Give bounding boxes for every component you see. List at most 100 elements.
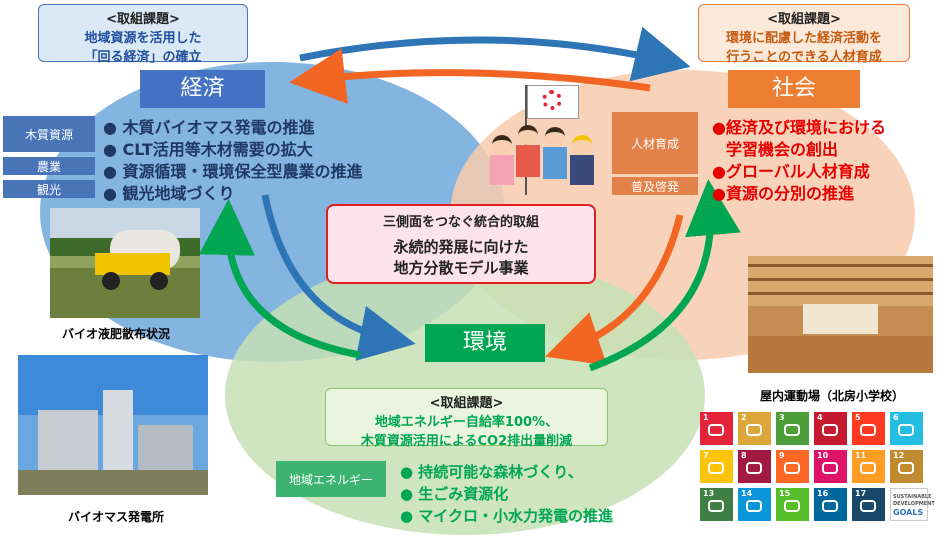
sdg-goal-number: 11 — [855, 451, 867, 460]
sdg-goal-symbol-icon — [746, 500, 762, 512]
tag-wood-resource: 木質資源 — [3, 116, 95, 152]
sdg-goal-number: 14 — [741, 489, 753, 498]
tag-regional-energy: 地域エネルギー — [276, 461, 386, 497]
sdg-goal-symbol-icon — [822, 462, 838, 474]
environment-challenge-line1: 地域エネルギー自給率100%、 — [374, 415, 559, 430]
sdg-goal-9-icon: 9 — [776, 450, 809, 483]
sdg-goal-14-icon: 14 — [738, 488, 771, 521]
sdg-goal-17-icon: 17 — [852, 488, 885, 521]
society-bullet-3: ●資源の分別の推進 — [712, 184, 854, 203]
economy-title: 経済 — [140, 70, 265, 108]
sdg-goal-number: 13 — [703, 489, 715, 498]
sdg-goal-symbol-icon — [898, 462, 914, 474]
economy-bullet-1: ● 木質バイオマス発電の推進 — [103, 118, 315, 137]
sdg-goal-symbol-icon — [784, 500, 800, 512]
arrow-society-to-environment — [545, 214, 684, 366]
arrow-environment-to-economy — [199, 199, 361, 359]
tag-awareness: 普及啓発 — [612, 177, 698, 195]
sdg-goal-2-icon: 2 — [738, 412, 771, 445]
sdg-goal-number: 3 — [779, 413, 785, 422]
environment-title: 環境 — [425, 324, 545, 362]
economy-challenge-line1: 地域資源を活用した — [84, 31, 202, 46]
environment-challenge-line2: 木質資源活用によるCO2排出量削減 — [360, 434, 573, 449]
sdgs-goals-text: GOALS — [893, 508, 924, 517]
sdg-goal-12-icon: 12 — [890, 450, 923, 483]
photo-biomass-plant — [18, 355, 208, 495]
sdg-goal-3-icon: 3 — [776, 412, 809, 445]
society-bullet-1: ●経済及び環境における — [712, 118, 886, 137]
sdg-goal-11-icon: 11 — [852, 450, 885, 483]
arrow-society-to-economy — [289, 48, 651, 104]
economy-bullet-2: ● CLT活用等木材需要の拡大 — [103, 140, 313, 159]
society-challenge-heading: <取組課題> — [767, 12, 841, 27]
economy-challenge-heading: <取組課題> — [106, 12, 180, 27]
sdg-goal-10-icon: 10 — [814, 450, 847, 483]
sdg-goal-symbol-icon — [898, 424, 914, 436]
sdg-goal-symbol-icon — [708, 424, 724, 436]
sdg-goal-number: 4 — [817, 413, 823, 422]
tag-agriculture: 農業 — [3, 157, 95, 175]
sdg-goal-7-icon: 7 — [700, 450, 733, 483]
society-challenge-box: <取組課題> 環境に配慮した経済活動を 行うことのできる人材育成 — [698, 4, 910, 65]
sdg-goal-4-icon: 4 — [814, 412, 847, 445]
sdg-goal-number: 8 — [741, 451, 747, 460]
sdg-goal-number: 7 — [703, 451, 709, 460]
sdg-goal-number: 1 — [703, 413, 709, 422]
sdg-goal-15-icon: 15 — [776, 488, 809, 521]
sdg-goal-number: 12 — [893, 451, 905, 460]
economy-challenge-line2: 「回る経済」の確立 — [84, 50, 202, 65]
sdg-goal-number: 16 — [817, 489, 829, 498]
sdg-goal-number: 2 — [741, 413, 747, 422]
sdg-goal-number: 5 — [855, 413, 861, 422]
center-line1: 三側面をつなぐ統合的取組 — [382, 215, 539, 230]
sdg-goal-symbol-icon — [708, 462, 724, 474]
sdg-goal-symbol-icon — [822, 500, 838, 512]
sdg-goal-number: 15 — [779, 489, 791, 498]
sdg-goal-symbol-icon — [860, 462, 876, 474]
sdg-goal-symbol-icon — [746, 424, 762, 436]
economy-bullet-4: ● 観光地域づくり — [103, 184, 235, 203]
center-line3: 地方分散モデル事業 — [393, 259, 529, 277]
sdg-goal-symbol-icon — [822, 424, 838, 436]
sdg-goal-8-icon: 8 — [738, 450, 771, 483]
sdg-goal-symbol-icon — [784, 424, 800, 436]
caption-indoor-gym: 屋内運動場（北房小学校） — [760, 389, 905, 403]
environment-challenge-box: <取組課題> 地域エネルギー自給率100%、 木質資源活用によるCO2排出量削減 — [325, 388, 608, 449]
arrow-economy-to-society — [299, 26, 691, 82]
center-line2: 永続的発展に向けた — [393, 238, 529, 256]
sdg-goal-symbol-icon — [784, 462, 800, 474]
sdg-goal-1-icon: 1 — [700, 412, 733, 445]
sdg-goal-symbol-icon — [860, 500, 876, 512]
tag-human-resources: 人材育成 — [612, 112, 698, 174]
society-bullet-2: ●グローバル人材育成 — [712, 162, 870, 181]
sdg-goal-16-icon: 16 — [814, 488, 847, 521]
environment-challenge-heading: <取組課題> — [429, 396, 504, 411]
sdgs-goals-text: DEVELOPMENT — [893, 501, 935, 507]
sdg-goal-6-icon: 6 — [890, 412, 923, 445]
sdg-goal-5-icon: 5 — [852, 412, 885, 445]
environment-bullet-2: ● 生ごみ資源化 — [400, 485, 509, 503]
caption-bio-fertilizer: バイオ液肥散布状況 — [62, 327, 171, 341]
photo-bio-fertilizer — [50, 208, 200, 318]
economy-challenge-box: <取組課題> 地域資源を活用した 「回る経済」の確立 — [38, 4, 248, 65]
arrow-environment-to-society — [588, 179, 741, 372]
society-challenge-line1: 環境に配慮した経済活動を — [725, 31, 882, 46]
society-bullet-1b: 学習機会の創出 — [726, 140, 839, 159]
sdg-goal-number: 6 — [893, 413, 899, 422]
center-integrated-box: 三側面をつなぐ統合的取組 永続的発展に向けた 地方分散モデル事業 — [326, 204, 596, 284]
sdgs-goals-text: SUSTAINABLE — [893, 494, 932, 500]
sdg-goal-number: 10 — [817, 451, 829, 460]
tag-tourism: 観光 — [3, 180, 95, 198]
sdg-goal-symbol-icon — [708, 500, 724, 512]
economy-bullet-3: ● 資源循環・環境保全型農業の推進 — [103, 162, 363, 181]
sdg-goal-number: 17 — [855, 489, 867, 498]
environment-bullet-3: ● マイクロ・小水力発電の推進 — [400, 507, 614, 525]
sdg-goal-symbol-icon — [746, 462, 762, 474]
society-challenge-line2: 行うことのできる人材育成 — [726, 50, 882, 65]
environment-bullet-1: ● 持続可能な森林づくり、 — [400, 463, 583, 481]
arrow-economy-to-environment — [261, 194, 416, 361]
sdg-goal-number: 9 — [779, 451, 785, 460]
